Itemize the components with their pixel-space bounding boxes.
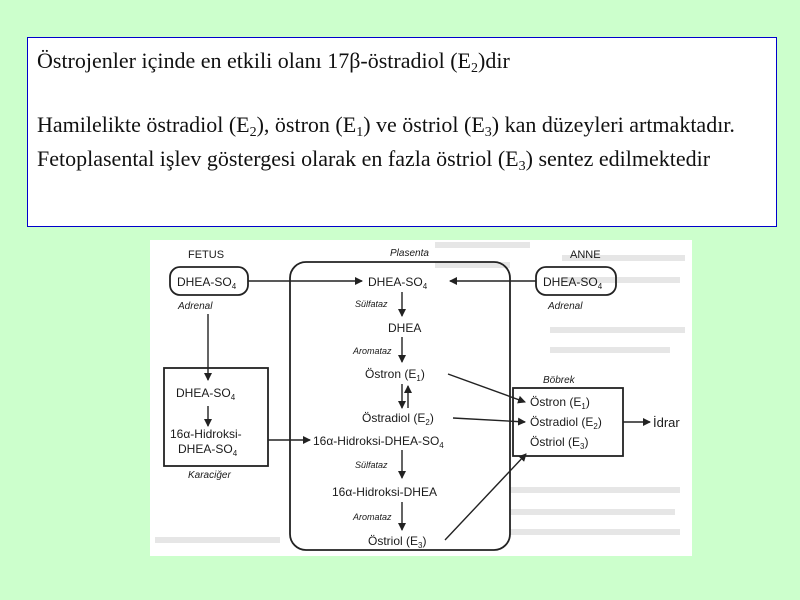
background-texture	[155, 242, 685, 543]
placenta-ostradiol: Östradiol (E2)	[362, 411, 434, 427]
kidney-ostron: Östron (E1)	[530, 395, 590, 411]
text-run: Östrojenler içinde en etkili olanı 17	[37, 48, 350, 73]
arrow-ostriol-to-kidney	[444, 453, 527, 541]
bobrek-label: Böbrek	[543, 375, 576, 386]
kidney-ostriol: Östriol (E3)	[530, 435, 588, 451]
placenta-hidroksi-dhea-so4: 16α-Hidroksi-DHEA-SO4	[313, 434, 444, 450]
liver-box	[163, 367, 269, 467]
karaciger-label: Karaciğer	[188, 470, 231, 481]
placenta-dhea: DHEA	[388, 321, 421, 335]
text-run: ), östron (E	[256, 112, 357, 137]
placenta-dhea-so4: DHEA-SO4	[368, 275, 428, 291]
subscript: 2	[249, 125, 257, 140]
anne-adrenal-label: Adrenal	[547, 301, 583, 312]
liver-hidroksi-a: 16α-Hidroksi-	[170, 427, 242, 441]
placenta-ostriol: Östriol (E3)	[368, 534, 426, 550]
beta-symbol: β	[349, 48, 361, 73]
placenta-box	[289, 261, 511, 551]
text-box: Östrojenler içinde en etkili olanı 17β-ö…	[27, 37, 777, 227]
sulfataz-label-1: Sülfataz	[355, 299, 388, 309]
subscript: 1	[356, 125, 364, 140]
sulfataz-label-2: Sülfataz	[355, 460, 388, 470]
fetus-dhea-so4: DHEA-SO4	[177, 275, 237, 291]
text-run: -östradiol (E	[360, 48, 471, 73]
subscript: 3	[518, 159, 526, 174]
paragraph: Hamilelikte östradiol (E2), östron (E1) …	[37, 108, 772, 176]
text-run: ) ve östriol (E	[363, 112, 485, 137]
plasenta-label: Plasenta	[390, 248, 429, 259]
subscript: 3	[484, 125, 492, 140]
liver-hidroksi-b: DHEA-SO4	[178, 442, 238, 458]
diagram-svg: FETUS ANNE Plasenta DHEA-SO4 Adrenal DHE…	[155, 242, 685, 551]
idrar-label: İdrar	[653, 415, 680, 430]
aromataz-label-1: Aromataz	[352, 346, 392, 356]
placenta-ostron: Östron (E1)	[365, 367, 425, 383]
fetus-adrenal-label: Adrenal	[177, 301, 213, 312]
subscript: 2	[471, 61, 478, 76]
kidney-ostradiol: Östradiol (E2)	[530, 415, 602, 431]
text-run: ) sentez edilmektedir	[525, 146, 711, 171]
text-run: )dir	[478, 48, 510, 73]
fetus-label: FETUS	[188, 249, 224, 261]
heading-line: Östrojenler içinde en etkili olanı 17β-ö…	[37, 48, 510, 76]
estrogen-pathway-diagram: FETUS ANNE Plasenta DHEA-SO4 Adrenal DHE…	[150, 240, 692, 556]
liver-dhea-so4: DHEA-SO4	[176, 386, 236, 402]
anne-label: ANNE	[570, 249, 601, 261]
anne-dhea-so4: DHEA-SO4	[543, 275, 603, 291]
arrow-ostron-to-kidney	[447, 373, 526, 404]
text-run: ) kan düzeyleri artmaktadır. Fetoplasent…	[37, 112, 735, 171]
arrow-ostradiol-to-kidney	[452, 417, 526, 426]
placenta-hidroksi-dhea: 16α-Hidroksi-DHEA	[332, 485, 437, 499]
aromataz-label-2: Aromataz	[352, 512, 392, 522]
text-run: Hamilelikte östradiol (E	[37, 112, 250, 137]
